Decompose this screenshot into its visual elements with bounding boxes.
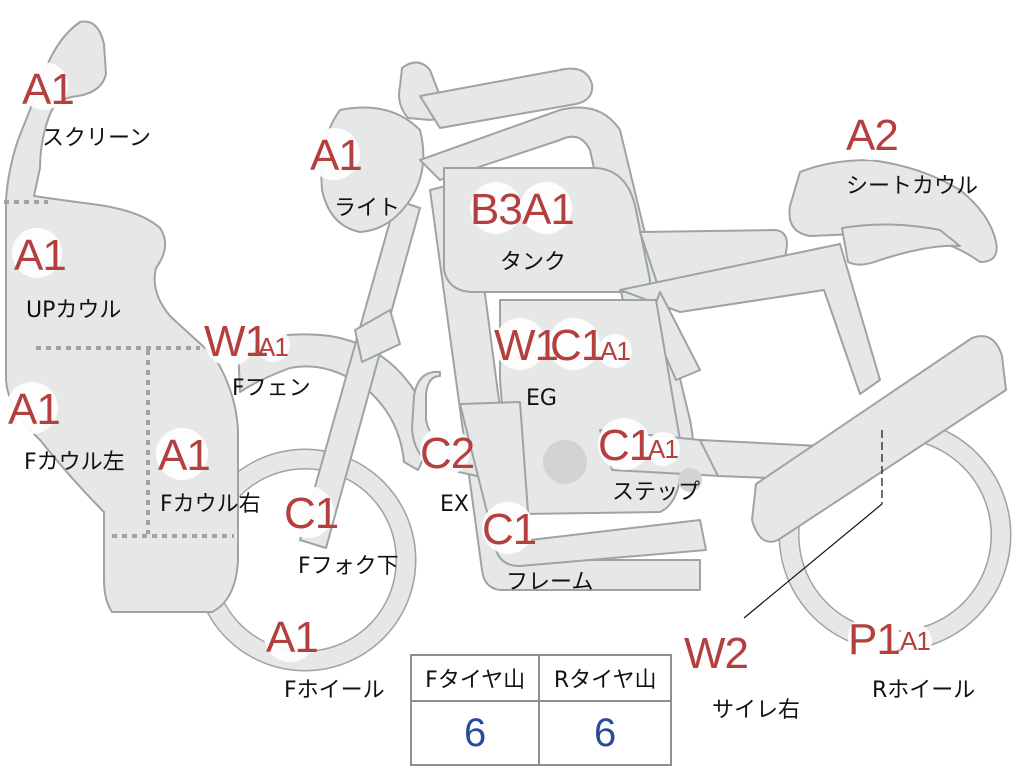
grade-badge-r-wheel-2: A1	[900, 626, 931, 656]
part-label-engine: EG	[526, 386, 557, 411]
grade-bubble	[646, 432, 680, 466]
grade-badge-tank-1: B3	[470, 185, 523, 234]
part-label-f-cowl-left: Fカウル左	[24, 450, 125, 475]
part-label-tank: タンク	[500, 250, 567, 275]
grade-badge-f-fender-2: A1	[258, 332, 289, 362]
grade-badge-f-wheel: A1	[266, 613, 319, 662]
grade-bubble	[598, 334, 632, 368]
part-label-frame: フレーム	[506, 570, 594, 595]
part-label-f-fender: Fフェン	[232, 376, 311, 401]
grade-bubble	[308, 128, 360, 180]
grade-bubble	[6, 382, 58, 434]
grade-badge-f-fork-lower: C1	[284, 489, 339, 538]
part-label-step: ステップ	[612, 480, 701, 505]
grade-badge-seat-cowl: A2	[846, 111, 899, 160]
grade-badge-engine-1: W1	[494, 321, 559, 370]
grade-bubble	[282, 486, 334, 538]
part-label-silencer-right: サイレ右	[712, 698, 801, 723]
tire-value-rear: 6	[594, 710, 617, 755]
grade-bubble	[20, 62, 68, 110]
grade-bubble	[156, 428, 208, 480]
grade-badge-up-cowl: A1	[14, 231, 67, 280]
grade-bubble	[204, 314, 256, 366]
grade-badge-engine-2: C1	[550, 321, 605, 370]
grade-bubble	[470, 182, 522, 234]
grade-bubble	[264, 610, 316, 662]
grade-badge-engine-3: A1	[600, 336, 631, 366]
grade-bubble	[684, 624, 740, 680]
grade-badge-f-cowl-left: A1	[8, 385, 61, 434]
grade-badge-f-fender-1: W1	[204, 317, 269, 366]
grade-bubble	[520, 182, 572, 234]
grade-bubble	[844, 106, 898, 160]
grade-bubble	[598, 418, 650, 470]
grade-badge-silencer-right: W2	[684, 629, 749, 678]
grade-bubble	[898, 624, 932, 658]
tire-header-rear: Rタイヤ山	[539, 656, 670, 702]
grade-badge-step-1: C1	[598, 421, 653, 470]
part-label-seat-cowl: シートカウル	[846, 174, 979, 199]
grade-badge-step-2: A1	[648, 434, 679, 464]
part-label-exhaust: EX	[440, 492, 469, 517]
grade-bubble	[548, 318, 600, 370]
part-label-f-cowl-right: Fカウル右	[160, 492, 261, 517]
tire-tread-table: Fタイヤ山 Rタイヤ山 6 6	[410, 654, 672, 766]
grade-badge-f-cowl-right: A1	[158, 431, 211, 480]
grade-bubble	[482, 502, 534, 554]
part-label-screen: スクリーン	[42, 126, 151, 151]
grade-badge-screen: A1	[22, 65, 75, 114]
grade-bubble	[256, 328, 290, 362]
grade-bubble	[848, 612, 900, 664]
tire-header-front: Fタイヤ山	[412, 656, 541, 702]
part-label-light: ライト	[334, 196, 401, 221]
grade-badge-light: A1	[310, 131, 363, 180]
part-label-up-cowl: UPカウル	[26, 298, 122, 323]
grade-bubble	[420, 426, 470, 476]
grade-badge-exhaust: C2	[420, 429, 475, 478]
grade-badge-tank-2: A1	[522, 185, 575, 234]
part-label-f-fork-lower: Fフォク下	[298, 554, 399, 579]
tire-value-front: 6	[412, 701, 541, 764]
grade-bubble	[494, 318, 546, 370]
grade-bubble	[12, 228, 62, 278]
part-label-r-wheel: Rホイール	[872, 678, 976, 703]
grade-badge-r-wheel-1: P1	[848, 615, 901, 664]
grade-badge-frame: C1	[482, 505, 537, 554]
part-label-f-wheel: Fホイール	[284, 678, 385, 703]
